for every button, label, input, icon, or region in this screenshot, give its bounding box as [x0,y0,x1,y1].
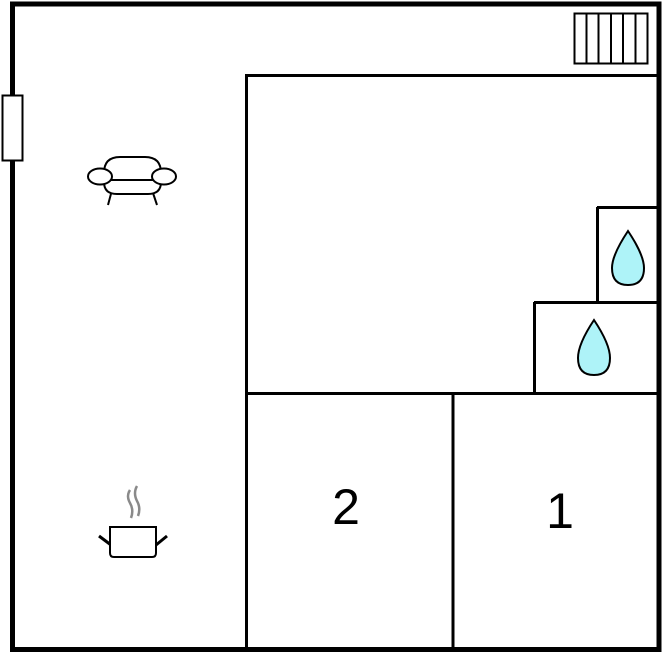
window-icon [1,94,24,162]
room-label-1: 1 [546,483,574,539]
outer-walls [10,1,662,652]
water-drop-icon [576,318,612,377]
room-label-2: 2 [332,479,360,535]
interior-walls [245,74,658,649]
radiator-icon [573,12,649,65]
cooking-pot-icon [98,485,168,558]
armchair-icon [87,156,177,206]
water-drop-icon [610,229,646,287]
